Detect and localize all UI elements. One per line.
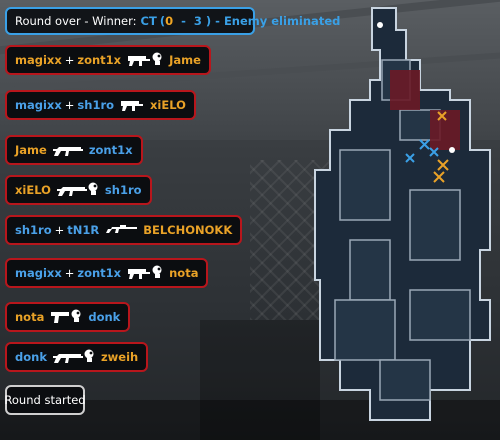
- killer-name: magixx: [15, 53, 62, 67]
- score-close: ): [205, 14, 212, 28]
- kill-feed-entry: sh1ro+tN1R BELCHONOKK: [5, 215, 243, 245]
- victim-name: nota: [169, 266, 199, 280]
- map-room: [409, 289, 471, 341]
- victim-name: zont1x: [88, 143, 133, 157]
- assister-name: zont1x: [77, 266, 122, 280]
- kill-feed-entry: nota donk: [5, 302, 131, 332]
- player-dot: [449, 147, 455, 153]
- assister-name: zont1x: [77, 53, 122, 67]
- kill-feed-entry: Jame zont1x: [5, 135, 143, 165]
- death-marker-ct: [419, 139, 430, 150]
- killer-name: xiELO: [15, 183, 51, 197]
- result-dash: -: [211, 14, 224, 28]
- kill-feed-entry: magixx+sh1ro xiELO: [5, 90, 196, 120]
- death-marker-t: [437, 111, 447, 121]
- headshot-icon: [87, 182, 99, 199]
- minimap-bombsite-zones: [390, 70, 460, 150]
- round-result-prefix: Round over - Winner:: [15, 14, 137, 28]
- death-marker-t: [437, 159, 449, 171]
- killer-name: Jame: [15, 143, 47, 157]
- minimap-rooms: [334, 59, 471, 401]
- map-room: [339, 149, 391, 221]
- map-room: [409, 189, 461, 261]
- player-dot: [377, 22, 383, 28]
- headshot-icon: [70, 309, 82, 326]
- score-open: (: [159, 14, 166, 28]
- round-result-reason: Enemy eliminated: [223, 14, 341, 28]
- score-right: 3: [193, 14, 202, 28]
- victim-name: BELCHONOKK: [143, 223, 233, 237]
- death-marker-t: [433, 171, 445, 183]
- sniper-icon: [105, 223, 138, 237]
- smg-icon: [120, 98, 144, 112]
- minimap: [314, 7, 491, 421]
- assister-name: tN1R: [67, 223, 100, 237]
- kill-feed-entry: donk zweih: [5, 342, 149, 372]
- killer-name: donk: [15, 350, 47, 364]
- killer-name: magixx: [15, 266, 62, 280]
- victim-name: xiELO: [150, 98, 186, 112]
- pistol-icon: [50, 309, 82, 326]
- round-started-notice: Round started: [4, 385, 86, 415]
- victim-name: zweih: [100, 350, 139, 364]
- headshot-icon: [151, 52, 163, 69]
- death-marker-ct: [429, 147, 439, 157]
- map-room: [334, 299, 396, 361]
- headshot-icon: [151, 265, 163, 282]
- killer-name: sh1ro: [15, 223, 52, 237]
- victim-name: sh1ro: [104, 183, 142, 197]
- minimap-death-markers: [405, 111, 449, 183]
- kill-feed-entry: xiELO sh1ro: [5, 175, 152, 205]
- assist-plus: +: [64, 266, 75, 280]
- background-crate: [200, 320, 320, 440]
- round-result-banner: Round over - Winner: CT (0 - 3) - Enemy …: [5, 7, 340, 35]
- smg-icon: [127, 52, 163, 69]
- winner-team: CT: [140, 14, 157, 28]
- victim-name: Jame: [169, 53, 201, 67]
- headshot-icon: [83, 349, 95, 366]
- death-marker-ct: [405, 153, 415, 163]
- kill-feed-entry: magixx+zont1x Jame: [5, 45, 211, 75]
- assist-plus: +: [54, 223, 65, 237]
- bombsite-zone: [430, 110, 460, 150]
- score-sep: -: [177, 14, 190, 28]
- assist-plus: +: [64, 53, 75, 67]
- smg-icon: [127, 265, 163, 282]
- score-left: 0: [165, 14, 174, 28]
- kill-feed-entry: magixx+zont1x nota: [5, 258, 209, 288]
- map-room: [349, 239, 391, 301]
- bombsite-zone: [390, 70, 420, 110]
- rifle-icon: [52, 349, 95, 366]
- map-room: [379, 359, 431, 401]
- assister-name: sh1ro: [77, 98, 115, 112]
- rifle-icon: [52, 143, 83, 157]
- killer-name: magixx: [15, 98, 62, 112]
- killer-name: nota: [15, 310, 45, 324]
- victim-name: donk: [88, 310, 121, 324]
- rifle-icon: [56, 182, 99, 199]
- assist-plus: +: [64, 98, 75, 112]
